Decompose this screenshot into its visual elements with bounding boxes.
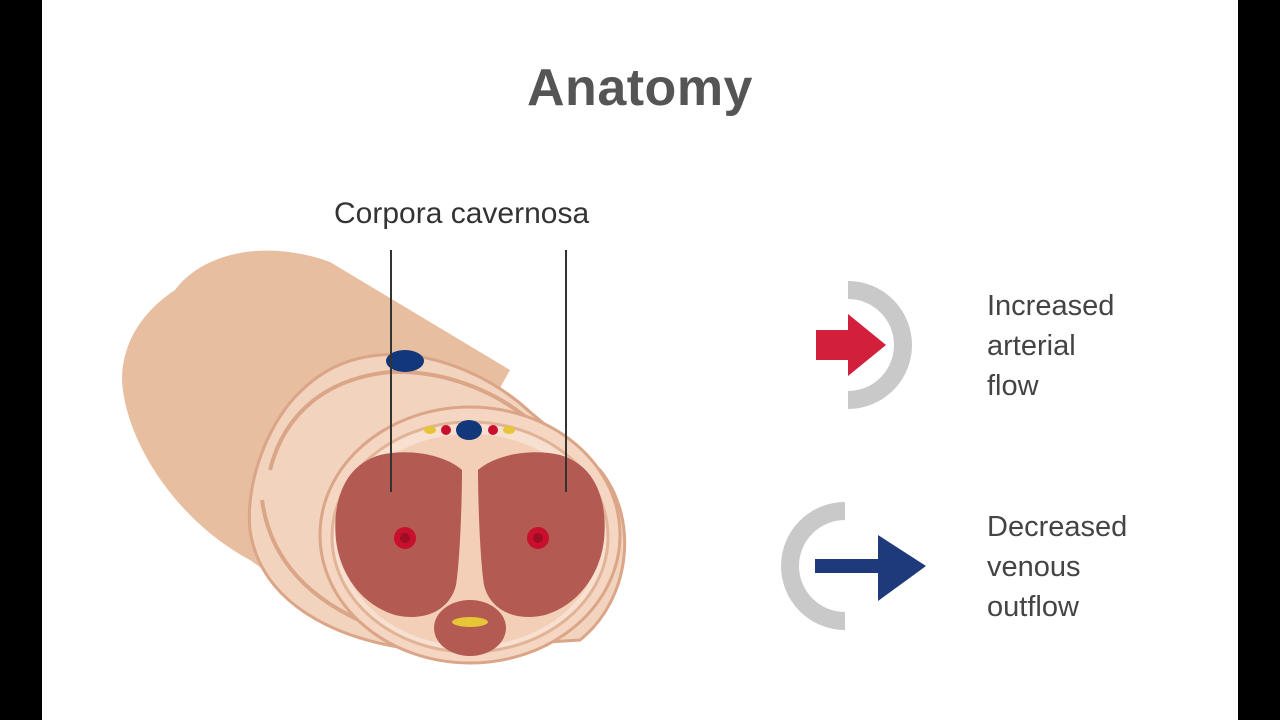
venous-label-line: outflow (987, 591, 1079, 623)
arterial-label-line: flow (987, 370, 1039, 402)
anatomy-illustration (122, 250, 926, 665)
arterial-label-line: Increased (987, 290, 1115, 322)
corpus-spongiosum (434, 600, 506, 656)
cross-section (318, 405, 622, 665)
venous-label-line: Decreased (987, 511, 1128, 543)
superficial-dorsal-vein (386, 350, 424, 372)
arterial-flow-icon (816, 281, 912, 409)
page-title: Anatomy (527, 59, 753, 117)
arterial-flow-label: Increased arterial flow (987, 286, 1114, 406)
venous-outflow-icon (781, 502, 926, 630)
dorsal-neurovascular-bundle (424, 420, 515, 440)
arterial-label-line: arterial (987, 330, 1076, 362)
corpora-cavernosa-label: Corpora cavernosa (334, 197, 590, 230)
venous-outflow-label: Decreased venous outflow (987, 507, 1127, 627)
venous-label-line: venous (987, 551, 1081, 583)
urethra (452, 617, 488, 627)
slide: Anatomy (42, 0, 1238, 720)
